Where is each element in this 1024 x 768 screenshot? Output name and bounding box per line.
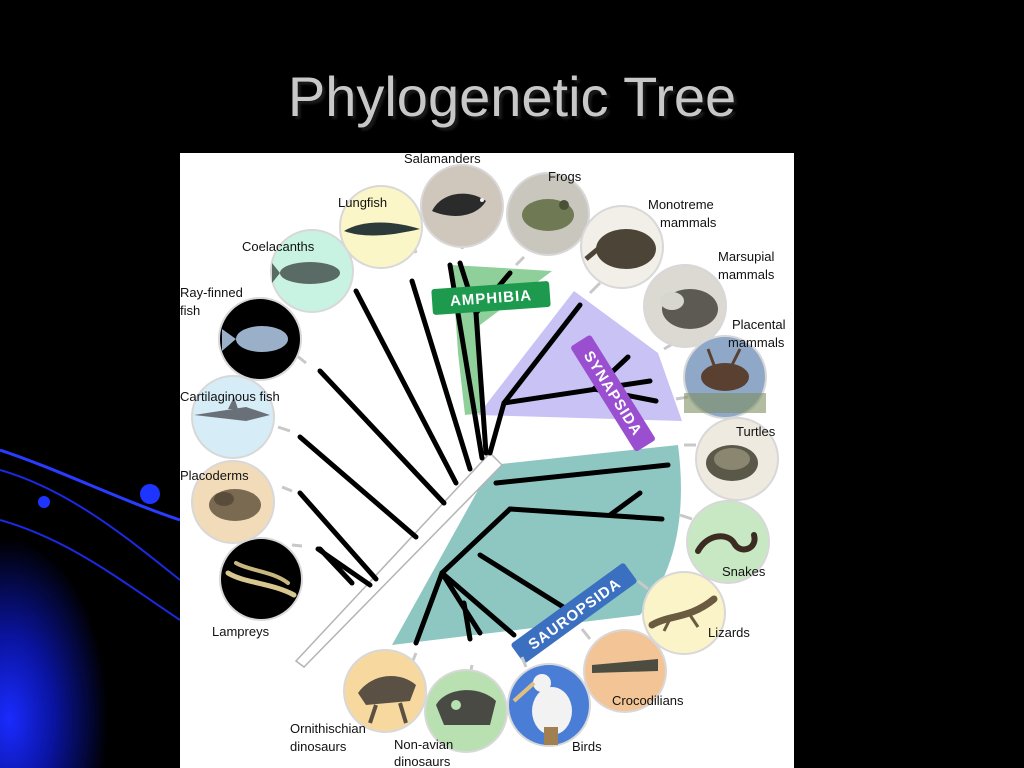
label-placental-2: mammals xyxy=(728,335,785,350)
turtles-icon xyxy=(695,417,779,501)
sauropsida-clade-region xyxy=(392,445,681,645)
monotremes-icon xyxy=(580,205,664,289)
label-placental-1: Placental xyxy=(732,317,786,332)
snakes-icon xyxy=(686,500,770,584)
label-rayfinned-1: Ray-finned xyxy=(180,285,243,300)
label-lizards: Lizards xyxy=(708,625,750,640)
label-marsupial-1: Marsupial xyxy=(718,249,774,264)
ornithischian-icon xyxy=(343,649,427,733)
svg-text:AMPHIBIA: AMPHIBIA xyxy=(449,287,532,310)
label-coelacanths: Coelacanths xyxy=(242,239,315,254)
label-monotreme-1: Monotreme xyxy=(648,197,714,212)
phylogenetic-tree-figure: AMPHIBIA SYNAPSIDA SAUROPSIDA xyxy=(180,153,794,768)
label-ornithischian-1: Ornithischian xyxy=(290,721,366,736)
salamanders-icon xyxy=(420,164,504,248)
label-snakes: Snakes xyxy=(722,564,766,579)
rayfinned-icon xyxy=(218,297,302,381)
nonavian-icon xyxy=(424,669,508,753)
cartilaginous-icon xyxy=(191,375,275,459)
slide-title: Phylogenetic Tree xyxy=(287,65,737,128)
label-cartilaginous: Cartilaginous fish xyxy=(180,389,280,404)
lampreys-icon xyxy=(219,537,303,621)
placoderms-icon xyxy=(191,460,275,544)
label-rayfinned-2: fish xyxy=(180,303,200,318)
birds-icon xyxy=(507,663,591,747)
label-placoderms: Placoderms xyxy=(180,468,249,483)
label-salamanders: Salamanders xyxy=(404,153,481,166)
lizards-icon xyxy=(642,571,726,655)
label-ornithischian-2: dinosaurs xyxy=(290,739,347,754)
label-frogs: Frogs xyxy=(548,169,582,184)
marsupials-icon xyxy=(643,264,727,348)
amphibia-label: AMPHIBIA xyxy=(431,281,551,315)
label-nonavian-1: Non-avian xyxy=(394,737,453,752)
label-marsupial-2: mammals xyxy=(718,267,775,282)
frogs-icon xyxy=(506,172,590,256)
label-crocodilians: Crocodilians xyxy=(612,693,684,708)
label-birds: Birds xyxy=(572,739,602,754)
label-lungfish: Lungfish xyxy=(338,195,387,210)
crocodilians-icon xyxy=(583,629,667,713)
label-lampreys: Lampreys xyxy=(212,624,270,639)
label-turtles: Turtles xyxy=(736,424,776,439)
label-monotreme-2: mammals xyxy=(660,215,717,230)
lungfish-icon xyxy=(339,185,423,269)
phylogenetic-tree-diagram: AMPHIBIA SYNAPSIDA SAUROPSIDA xyxy=(180,153,786,768)
coelacanths-icon xyxy=(270,229,354,313)
placentals-icon xyxy=(683,335,767,419)
tree-trunk xyxy=(294,451,504,668)
label-nonavian-2: dinosaurs xyxy=(394,754,451,768)
